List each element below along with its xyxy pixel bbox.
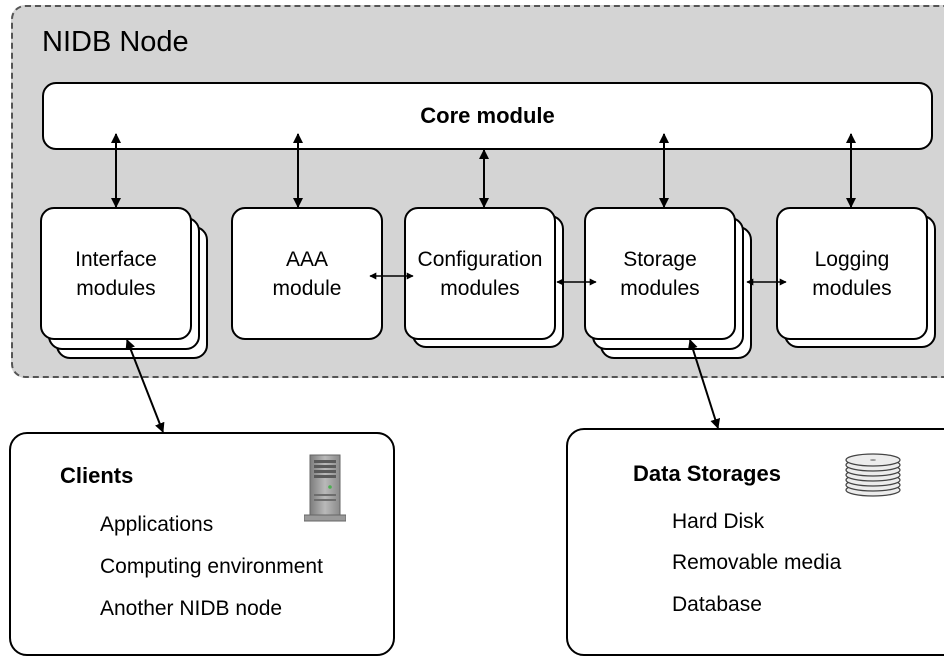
clients-item: Applications [100,513,214,536]
arrow-interface-clients [125,339,165,433]
data-storages-item: Removable media [672,551,842,574]
data-storages-title: Data Storages [633,461,781,486]
disk-stack-icon [845,453,901,497]
arrow-storage-datastorages [687,339,721,429]
aaa-module: AAA module [231,207,383,340]
storage-module: Storage modules [584,207,736,340]
data-storages-item: Hard Disk [672,510,765,533]
core-module: Core module [42,82,933,150]
clients-title: Clients [60,463,134,488]
server-tower-icon [304,454,346,522]
clients-item: Computing environment [100,555,323,578]
clients-item: Another NIDB node [100,597,283,620]
interface-module: Interface modules [40,207,192,340]
node-title: NIDB Node [42,26,189,58]
logging-module: Logging modules [776,207,928,340]
data-storages-item: Database [672,593,762,616]
